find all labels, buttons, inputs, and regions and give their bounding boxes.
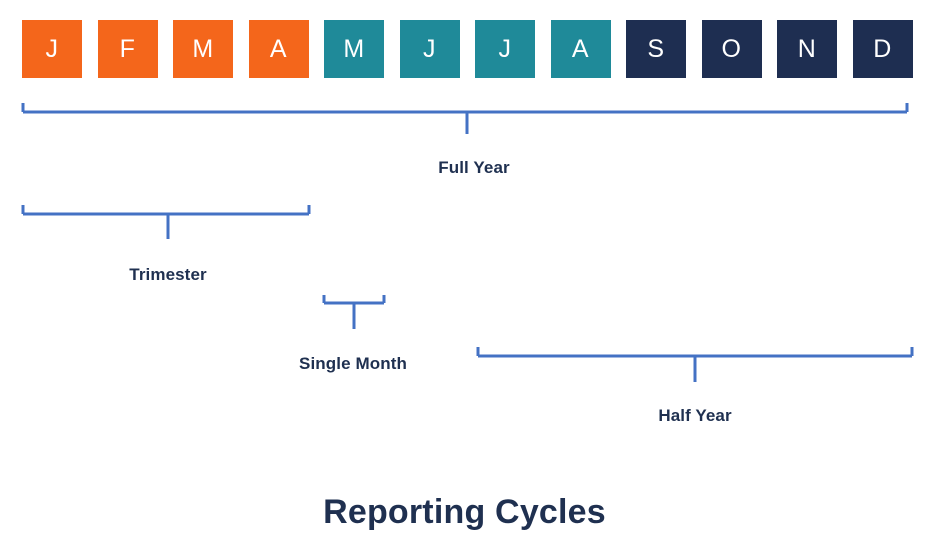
bracket-trimester-shape [21, 205, 311, 239]
bracket-label-full-year: Full Year [438, 158, 510, 177]
month-label: S [647, 34, 665, 63]
bracket-half-year-shape [476, 347, 914, 382]
month-label: O [721, 34, 742, 63]
bracket-full-year-shape [21, 103, 909, 134]
month-label: N [797, 34, 817, 63]
bracket-label-trimester: Trimester [129, 265, 207, 284]
month-box-january[interactable]: J [22, 20, 82, 78]
month-box-july[interactable]: J [475, 20, 535, 78]
month-label: J [45, 34, 59, 63]
month-box-may[interactable]: M [324, 20, 384, 78]
month-box-march[interactable]: M [173, 20, 233, 78]
month-label: F [119, 34, 136, 63]
month-label: J [498, 34, 512, 63]
month-label: J [423, 34, 436, 63]
bracket-half-year [472, 340, 920, 390]
bracket-single-month-shape [322, 295, 386, 329]
month-label: A [571, 34, 590, 63]
month-box-october[interactable]: O [701, 20, 762, 78]
month-label: A [269, 34, 288, 63]
month-strip: J F M A M J J A S O N [22, 20, 913, 78]
page-title: Reporting Cycles [323, 493, 606, 531]
month-box-february[interactable]: F [97, 20, 158, 78]
month-label: M [192, 34, 214, 63]
bracket-full-year [18, 96, 918, 141]
month-box-april[interactable]: A [248, 20, 309, 78]
bracket-label-half-year: Half Year [658, 406, 732, 425]
month-label: M [343, 34, 365, 63]
month-box-november[interactable]: N [777, 20, 837, 78]
month-label: D [873, 34, 892, 63]
month-box-june[interactable]: J [399, 20, 460, 78]
bracket-label-single-month: Single Month [299, 354, 407, 373]
bracket-trimester [18, 197, 328, 247]
month-box-august[interactable]: A [550, 20, 611, 78]
month-box-september[interactable]: S [626, 20, 686, 78]
month-box-december[interactable]: D [852, 20, 913, 78]
bracket-single-month [318, 288, 398, 336]
